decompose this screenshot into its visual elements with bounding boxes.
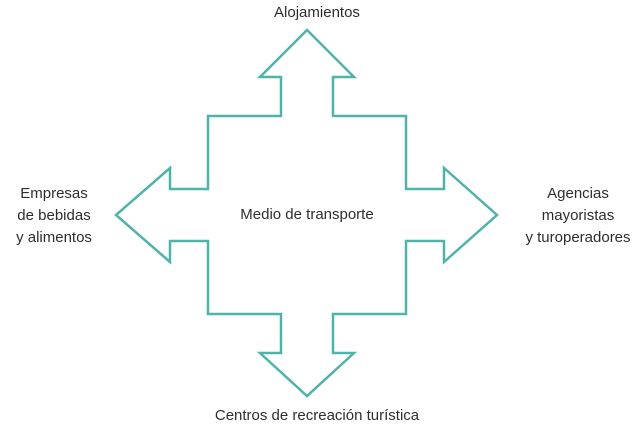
arrow-cross-outline <box>114 28 499 398</box>
node-label-left: Empresas de bebidas y alimentos <box>16 185 92 246</box>
center-label: Medio de transporte <box>240 206 374 223</box>
node-label-up: Alojamientos <box>274 4 360 21</box>
node-label-down: Centros de recreación turística <box>214 407 420 424</box>
node-label-right: Agencias mayoristas y turoperadores <box>525 185 631 246</box>
